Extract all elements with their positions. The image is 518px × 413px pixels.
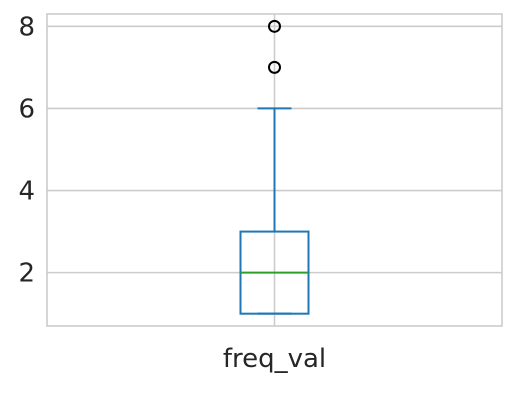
plot-frame bbox=[46, 13, 503, 327]
box-group-freq_val bbox=[239, 19, 310, 315]
outlier-point-8 bbox=[268, 19, 281, 33]
x-tick-labels: freq_val bbox=[223, 344, 326, 374]
marks-layer bbox=[239, 19, 310, 315]
y-tick-label-8: 8 bbox=[18, 12, 35, 42]
y-tick-label-6: 6 bbox=[18, 94, 35, 124]
y-tick-label-2: 2 bbox=[18, 259, 35, 289]
outlier-point-7 bbox=[268, 60, 281, 74]
x-tick-label-freq_val: freq_val bbox=[223, 344, 326, 374]
y-tick-labels: 2 4 6 8 bbox=[18, 12, 35, 288]
y-tick-label-4: 4 bbox=[18, 177, 35, 207]
